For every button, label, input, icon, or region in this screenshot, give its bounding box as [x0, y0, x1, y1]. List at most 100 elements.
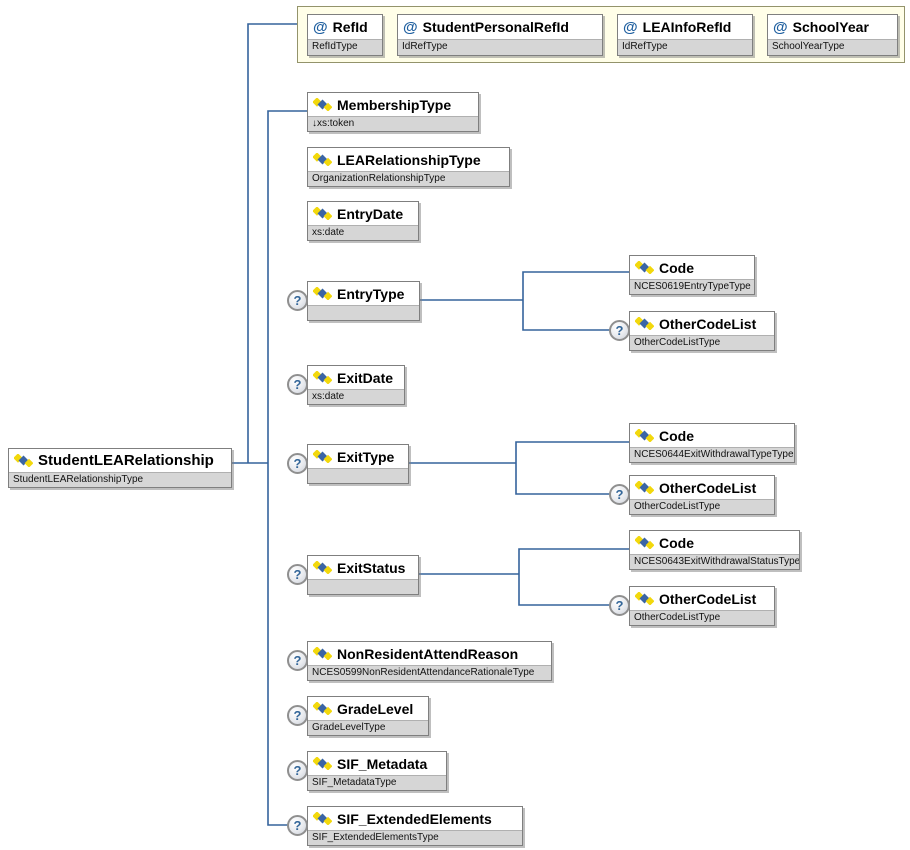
optional-indicator-SIF_Metadata: ? [287, 759, 308, 781]
node-name: EntryDate [337, 205, 404, 222]
element-icon [313, 153, 332, 166]
element-icon [313, 207, 332, 220]
node-type: ↓xs:token [308, 116, 478, 131]
node-name: LEARelationshipType [337, 151, 481, 168]
optional-indicator-OtherCodeList: ? [609, 483, 630, 505]
node-type: IdRefType [398, 39, 602, 55]
optional-glyph: ? [615, 322, 624, 338]
node-name: OtherCodeList [659, 479, 757, 496]
element-icon [635, 261, 654, 274]
element-box-StudentLEARelationship[interactable]: StudentLEARelationship StudentLEARelatio… [8, 448, 232, 488]
connector-children-trunk [267, 110, 307, 826]
element-icon [313, 98, 332, 111]
attribute-box-StudentPersonalRefId[interactable]: @ StudentPersonalRefId IdRefType [397, 14, 603, 56]
optional-indicator-OtherCodeList: ? [609, 594, 630, 616]
connector-root-to-attribute-group [247, 23, 297, 463]
element-icon [313, 371, 332, 384]
connector-entrytype-children [522, 271, 629, 331]
optional-glyph: ? [293, 707, 302, 723]
element-icon [313, 702, 332, 715]
node-type: SchoolYearType [768, 39, 897, 55]
optional-indicator-ExitStatus: ? [287, 563, 308, 585]
element-box-Code[interactable]: Code NCES0643ExitWithdrawalStatusType [629, 530, 800, 570]
optional-indicator-ExitDate: ? [287, 373, 308, 395]
element-box-OtherCodeList[interactable]: OtherCodeList OtherCodeListType [629, 586, 775, 626]
attribute-icon: @ [773, 18, 788, 36]
attribute-icon: @ [313, 18, 328, 36]
node-name: ExitDate [337, 369, 394, 386]
node-name: ExitType [337, 448, 395, 465]
element-icon [313, 757, 332, 770]
node-type: xs:date [308, 389, 404, 404]
node-type: GradeLevelType [308, 720, 428, 735]
element-box-OtherCodeList[interactable]: OtherCodeList OtherCodeListType [629, 311, 775, 351]
element-box-ExitType[interactable]: ExitType [307, 444, 409, 484]
node-name: OtherCodeList [659, 315, 757, 332]
optional-indicator-NonResidentAttendReason: ? [287, 649, 308, 671]
node-type: IdRefType [618, 39, 752, 55]
element-icon [313, 287, 332, 300]
element-box-GradeLevel[interactable]: GradeLevel GradeLevelType [307, 696, 429, 736]
node-name: StudentLEARelationship [38, 452, 214, 469]
node-name: SIF_ExtendedElements [337, 810, 492, 827]
attribute-box-RefId[interactable]: @ RefId RefIdType [307, 14, 383, 56]
element-box-Code[interactable]: Code NCES0619EntryTypeType [629, 255, 755, 295]
optional-glyph: ? [293, 762, 302, 778]
node-name: OtherCodeList [659, 590, 757, 607]
node-name: MembershipType [337, 96, 452, 113]
optional-glyph: ? [293, 455, 302, 471]
element-box-EntryDate[interactable]: EntryDate xs:date [307, 201, 419, 241]
node-type: NCES0599NonResidentAttendanceRationaleTy… [308, 665, 551, 680]
node-type [308, 305, 419, 320]
node-type: SIF_MetadataType [308, 775, 446, 790]
optional-glyph: ? [293, 292, 302, 308]
optional-glyph: ? [293, 817, 302, 833]
node-name: Code [659, 427, 694, 444]
optional-indicator-ExitType: ? [287, 452, 308, 474]
element-box-Code[interactable]: Code NCES0644ExitWithdrawalTypeType [629, 423, 795, 463]
node-type: NCES0644ExitWithdrawalTypeType [630, 447, 794, 462]
element-icon [313, 561, 332, 574]
optional-indicator-OtherCodeList: ? [609, 319, 630, 341]
element-box-MembershipType[interactable]: MembershipType ↓xs:token [307, 92, 479, 132]
element-box-SIF_ExtendedElements[interactable]: SIF_ExtendedElements SIF_ExtendedElement… [307, 806, 523, 846]
node-type [308, 468, 408, 483]
optional-glyph: ? [615, 486, 624, 502]
element-icon [14, 454, 33, 467]
element-icon [635, 536, 654, 549]
optional-indicator-EntryType: ? [287, 289, 308, 311]
element-icon [313, 450, 332, 463]
element-icon [635, 429, 654, 442]
element-box-SIF_Metadata[interactable]: SIF_Metadata SIF_MetadataType [307, 751, 447, 791]
node-type [308, 579, 418, 594]
optional-glyph: ? [293, 376, 302, 392]
element-box-ExitStatus[interactable]: ExitStatus [307, 555, 419, 595]
node-type: xs:date [308, 225, 418, 240]
element-box-LEARelationshipType[interactable]: LEARelationshipType OrganizationRelation… [307, 147, 510, 187]
node-type: OtherCodeListType [630, 610, 774, 625]
element-box-OtherCodeList[interactable]: OtherCodeList OtherCodeListType [629, 475, 775, 515]
node-name: RefId [332, 19, 368, 35]
node-type: NCES0643ExitWithdrawalStatusType [630, 554, 799, 569]
attribute-icon: @ [403, 18, 418, 36]
node-name: ExitStatus [337, 559, 406, 576]
element-icon [635, 592, 654, 605]
node-type: NCES0619EntryTypeType [630, 279, 754, 294]
attribute-box-LEAInfoRefId[interactable]: @ LEAInfoRefId IdRefType [617, 14, 753, 56]
node-name: Code [659, 534, 694, 551]
attribute-icon: @ [623, 18, 638, 36]
attribute-box-SchoolYear[interactable]: @ SchoolYear SchoolYearType [767, 14, 898, 56]
node-name: LEAInfoRefId [642, 19, 732, 35]
node-name: NonResidentAttendReason [337, 645, 519, 662]
node-name: EntryType [337, 285, 405, 302]
node-name: Code [659, 259, 694, 276]
element-box-NonResidentAttendReason[interactable]: NonResidentAttendReason NCES0599NonResid… [307, 641, 552, 681]
node-name: GradeLevel [337, 700, 414, 717]
element-box-ExitDate[interactable]: ExitDate xs:date [307, 365, 405, 405]
element-box-EntryType[interactable]: EntryType [307, 281, 420, 321]
node-type: SIF_ExtendedElementsType [308, 830, 522, 845]
optional-glyph: ? [293, 652, 302, 668]
node-type: RefIdType [308, 39, 382, 55]
